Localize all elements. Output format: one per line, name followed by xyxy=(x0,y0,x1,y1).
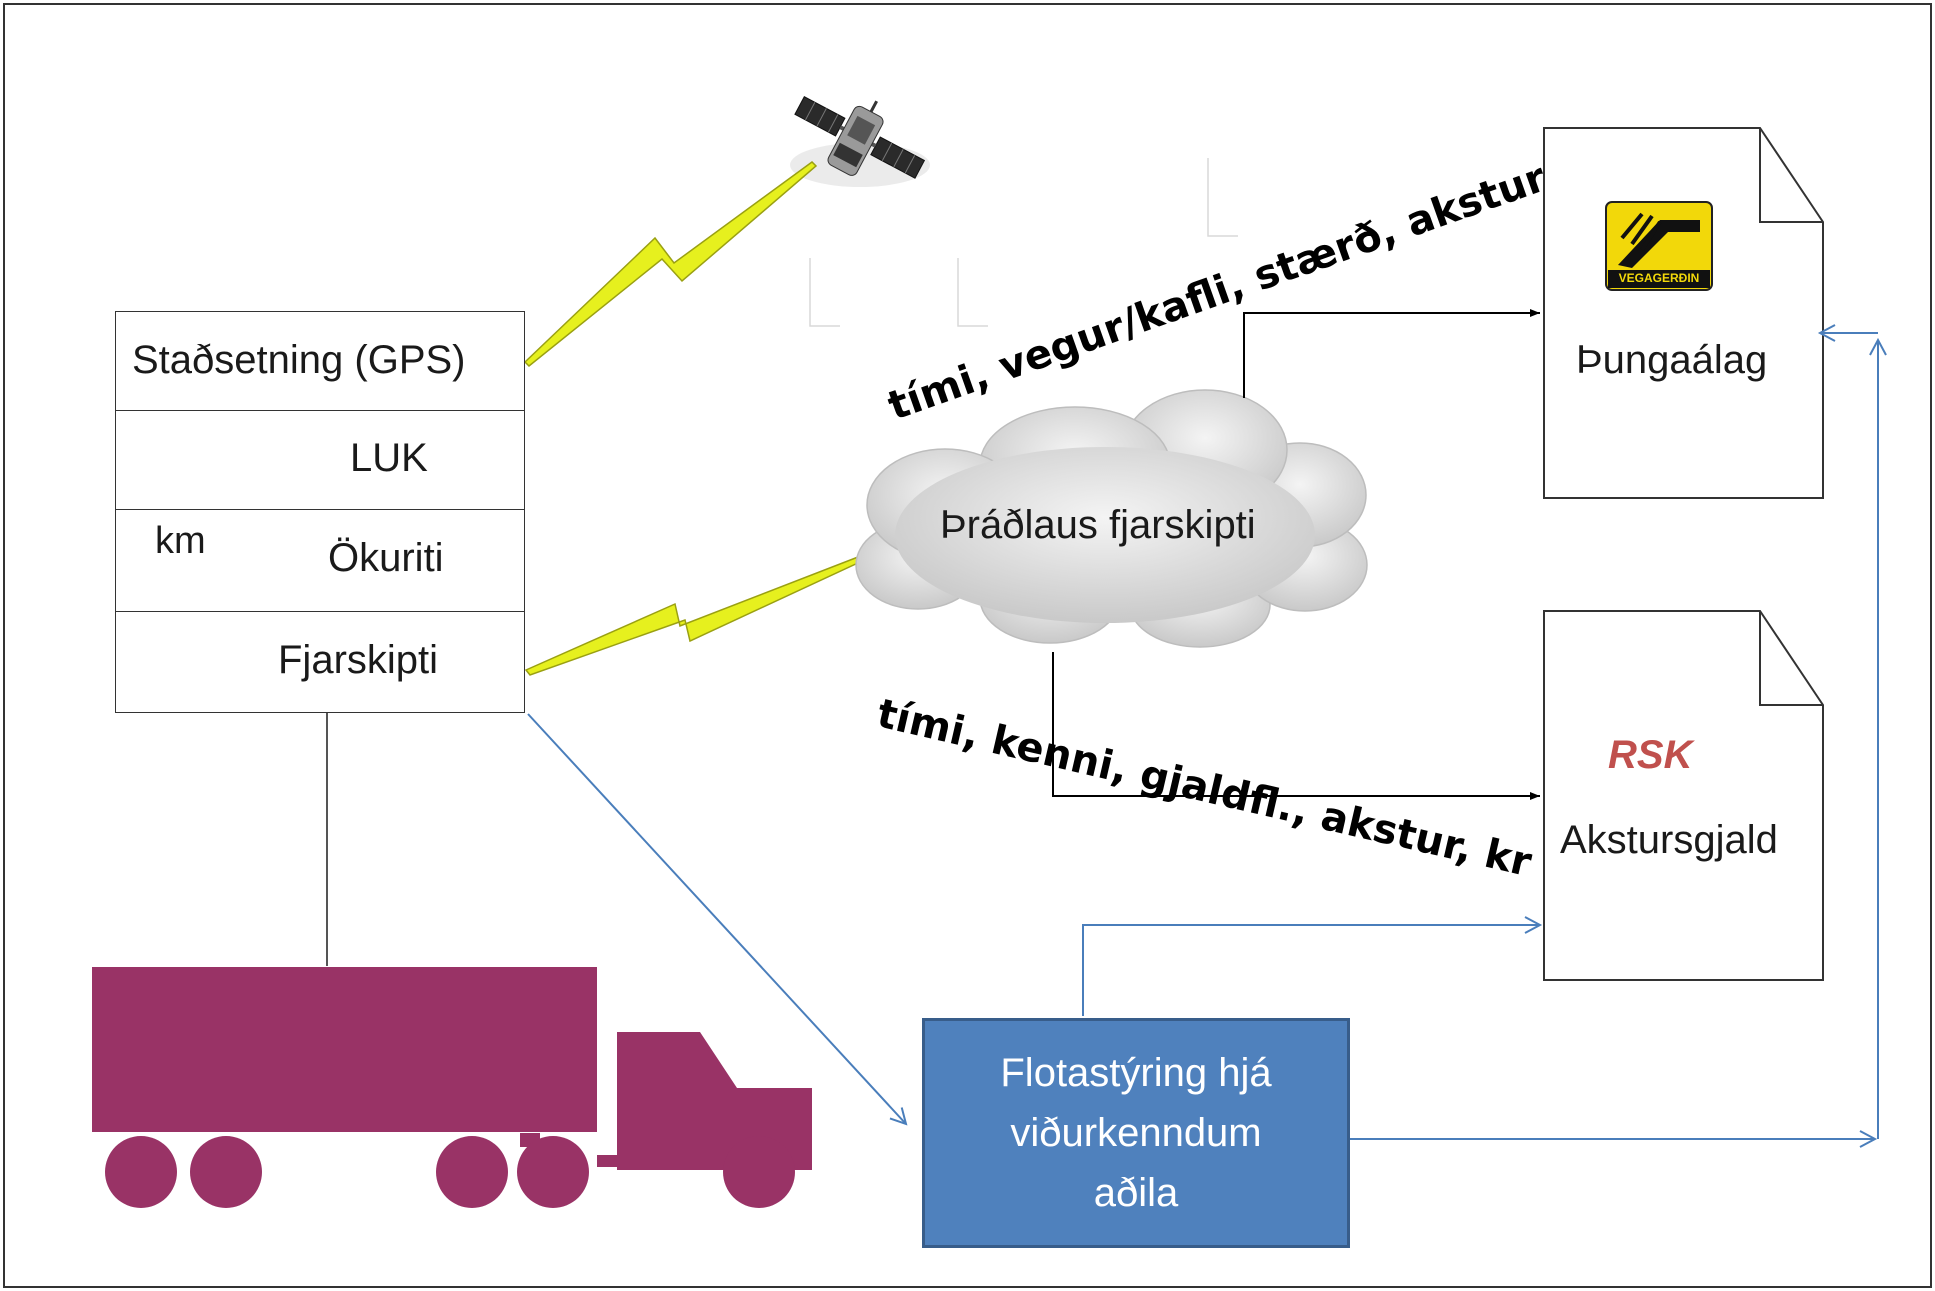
wireless-cloud xyxy=(855,389,1368,648)
odometer-cell xyxy=(115,509,525,612)
fleet-line-1: Flotastýring hjá xyxy=(1000,1051,1272,1095)
connector-device-to-fleet xyxy=(527,713,908,1126)
luk-cell xyxy=(115,410,525,510)
luk-label: LUK xyxy=(350,436,428,480)
dungaalag-title: Þungaálag xyxy=(1576,338,1768,382)
connector-fleet-to-akstursgjald xyxy=(1082,916,1543,1016)
faint-marks xyxy=(809,158,1238,327)
gps-label: Staðsetning (GPS) xyxy=(132,338,466,382)
odometer-label: Ökuriti xyxy=(328,536,444,580)
akstursgjald-title: Akstursgjald xyxy=(1560,818,1778,862)
document-shape-top xyxy=(1543,127,1824,499)
comms-cell xyxy=(115,611,525,713)
outer-frame xyxy=(3,3,1932,1288)
comms-label: Fjarskipti xyxy=(278,638,439,682)
fleet-line-2: viðurkenndum xyxy=(1010,1111,1262,1155)
lightning-bolt-upper xyxy=(523,161,818,368)
connector-cloud-to-dungaalag xyxy=(1243,309,1540,398)
cloud-label: Þráðlaus fjarskipti xyxy=(940,503,1256,547)
fleet-management-box: Flotastýring hjá viðurkenndum aðila xyxy=(922,1018,1350,1248)
km-label: km xyxy=(155,520,206,562)
truck-icon xyxy=(92,967,812,1208)
lightning-bolt-lower xyxy=(524,556,861,676)
vegagerdin-logo xyxy=(1605,201,1713,291)
document-shape-bottom xyxy=(1543,610,1824,981)
logo-text: VEGAGERÐIN xyxy=(1618,271,1700,285)
rsk-label: RSK xyxy=(1608,733,1693,777)
satellite-icon xyxy=(790,95,930,187)
connector-cloud-to-akstursgjald xyxy=(1052,652,1540,800)
fleet-line-3: aðila xyxy=(1093,1171,1179,1215)
